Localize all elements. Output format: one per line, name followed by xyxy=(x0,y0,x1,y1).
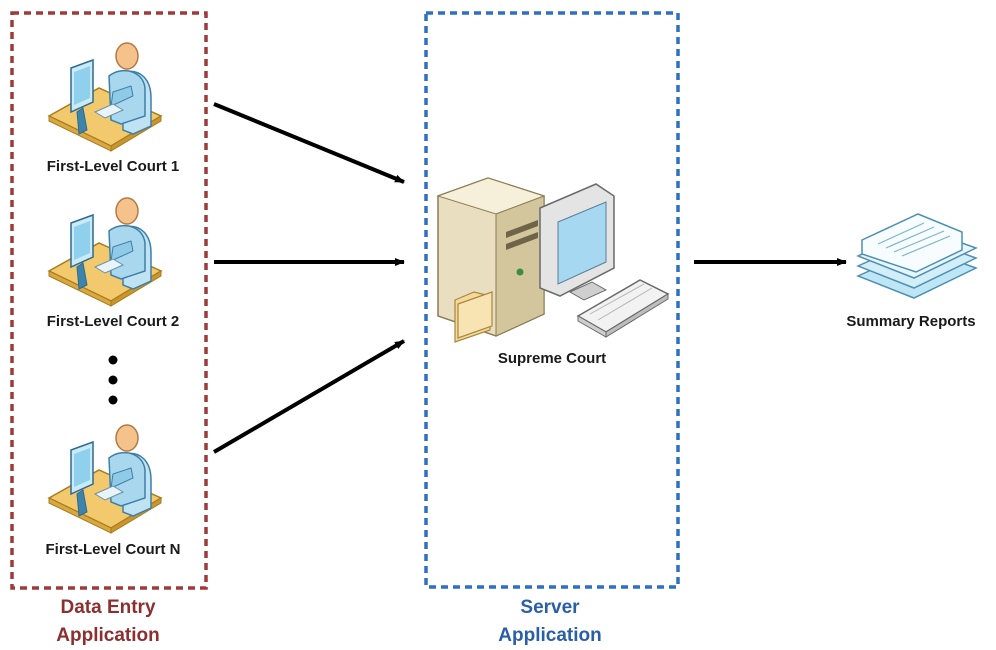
workstation-user-icon xyxy=(48,197,162,307)
document-stack-icon xyxy=(856,213,978,299)
flow-arrow-courtN-to-server xyxy=(212,339,406,454)
server-group-label-line1: Server xyxy=(520,597,580,618)
server-computer-icon xyxy=(436,177,670,343)
data-entry-group-label-line2: Application xyxy=(56,625,160,646)
client-label-2: First-Level Court 2 xyxy=(46,313,180,330)
server-group-label: Server Application xyxy=(450,594,650,650)
data-entry-group-label-line1: Data Entry xyxy=(60,597,156,618)
client-label-n: First-Level Court N xyxy=(45,541,181,558)
server-node-label: Supreme Court xyxy=(497,350,607,367)
flow-arrow-court1-to-server xyxy=(213,102,405,184)
workstation-user-icon xyxy=(48,424,162,534)
server-group-label-line2: Application xyxy=(498,625,602,646)
data-entry-group-label: Data Entry Application xyxy=(8,594,208,650)
server-group-box xyxy=(424,11,680,589)
client-label-1: First-Level Court 1 xyxy=(46,158,180,175)
data-entry-group-box xyxy=(10,11,208,590)
vertical-ellipsis-icon xyxy=(108,355,118,405)
workstation-user-icon xyxy=(48,42,162,152)
output-label: Summary Reports xyxy=(846,313,976,330)
